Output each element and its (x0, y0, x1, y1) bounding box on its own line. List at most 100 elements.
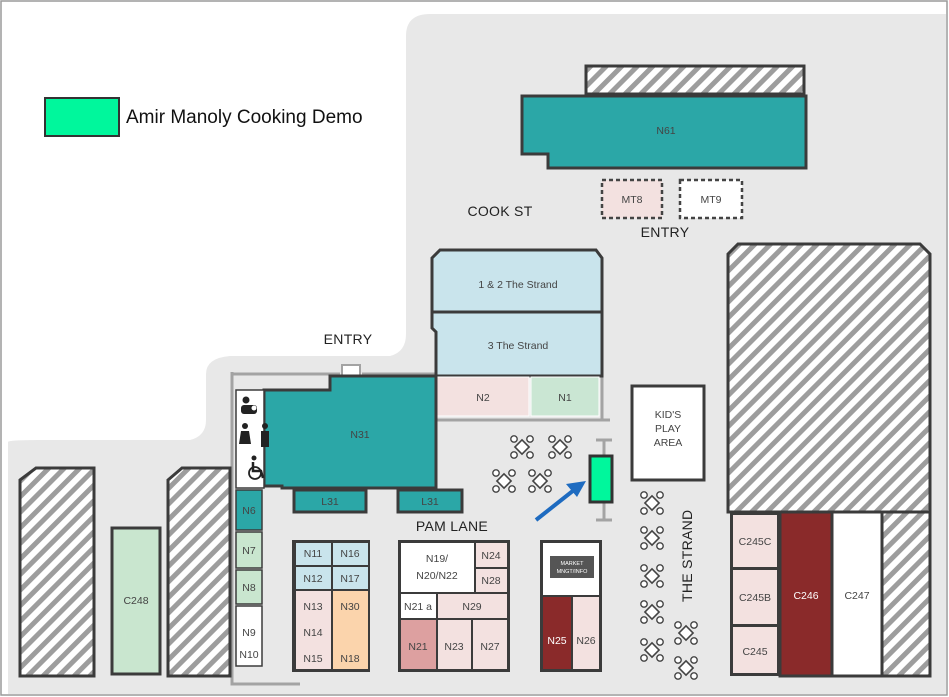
picnic-table-icon (492, 469, 516, 493)
stall-L31-left[interactable] (292, 488, 368, 514)
stall-L31-right[interactable] (396, 488, 464, 514)
stall-N21[interactable] (401, 620, 436, 669)
picnic-table-icon (528, 469, 552, 493)
stall-N61-label: N61 (656, 125, 675, 137)
picnic-table-icon (640, 526, 664, 550)
stall-N25-label: N25 (547, 635, 566, 647)
mngt-info-label: MNGT/INFO (557, 569, 589, 575)
stall-N16-label: N16 (340, 548, 359, 560)
stall-N13-N15[interactable] (296, 591, 331, 669)
cooking-demo-stall[interactable] (588, 454, 614, 504)
stall-N31[interactable] (262, 374, 438, 490)
stall-N25[interactable] (543, 597, 571, 669)
market-info-sign[interactable] (550, 556, 594, 578)
stall-N6-label: N6 (242, 505, 256, 517)
stall-N29[interactable] (438, 594, 507, 618)
stall-N17-label: N17 (340, 573, 359, 585)
hatched-block-southeast (880, 510, 932, 678)
stall-N19-N20-N22[interactable] (401, 543, 474, 592)
picnic-table-icon (640, 600, 664, 624)
stall-strand-1-2-label: 1 & 2 The Strand (478, 279, 557, 291)
picnic-table-icon (640, 491, 664, 515)
market-label: MARKET (561, 561, 585, 567)
stall-N11-label: N11 (304, 548, 323, 560)
stall-N7-label: N7 (242, 545, 256, 557)
stall-N2-label: N2 (476, 392, 490, 404)
stall-N13-label: N13 (303, 601, 322, 613)
picnic-table-icon (640, 564, 664, 588)
stall-N27-label: N27 (480, 641, 499, 653)
stall-N15-label: N15 (303, 653, 322, 665)
hatched-block-west-1 (18, 466, 96, 678)
stall-N8-label: N8 (242, 582, 256, 594)
stall-N19-label: N19/ (426, 553, 448, 565)
stall-MT9[interactable] (678, 178, 744, 220)
stall-C247[interactable] (830, 510, 884, 678)
stall-N23-label: N23 (444, 641, 463, 653)
stall-MT9-label: MT9 (701, 194, 722, 206)
kids-play-label-3: AREA (654, 437, 683, 449)
stall-N16[interactable] (333, 543, 368, 565)
stall-N21a-label: N21 a (404, 601, 432, 613)
stall-C248[interactable] (110, 526, 162, 676)
stall-strand-3-label: 3 The Strand (488, 340, 549, 352)
picnic-tables (492, 435, 698, 680)
stall-C246-label: C246 (793, 590, 818, 602)
stall-C248-label: C248 (123, 595, 148, 607)
accessible-toilet-icon (248, 455, 265, 480)
stall-MT8[interactable] (600, 178, 664, 220)
picnic-table-icon (674, 656, 698, 680)
stall-N18-label: N18 (340, 653, 359, 665)
stall-N28-label: N28 (481, 575, 500, 587)
stall-N9-label: N9 (242, 627, 256, 639)
stall-N9-N10[interactable] (235, 605, 263, 667)
stall-N14-label: N14 (303, 627, 322, 639)
stall-N21-label: N21 (408, 641, 427, 653)
stall-N61[interactable] (520, 94, 808, 170)
kids-play-area[interactable] (630, 384, 706, 482)
stall-C245B-label: C245B (739, 592, 771, 604)
stall-N28[interactable] (476, 569, 507, 592)
stall-N17[interactable] (333, 567, 368, 589)
stall-N8[interactable] (235, 569, 263, 605)
stall-N7[interactable] (235, 531, 263, 569)
picnic-table-icon (548, 435, 572, 459)
street-the-strand: THE STRAND (679, 510, 695, 602)
stall-N11[interactable] (296, 543, 331, 565)
hatched-block-east (726, 242, 932, 514)
stall-L31-left-label: L31 (321, 496, 339, 508)
legend-swatch (44, 97, 120, 137)
stall-N21a[interactable] (401, 594, 436, 618)
stall-C245B[interactable] (733, 570, 777, 624)
stall-N1-label: N1 (558, 392, 572, 404)
stall-N27[interactable] (473, 620, 507, 669)
stall-N26-label: N26 (576, 635, 595, 647)
legend-label: Amir Manoly Cooking Demo (126, 107, 363, 128)
arrow-icon (534, 481, 586, 522)
stall-C245-label: C245 (742, 646, 767, 658)
stall-N12-label: N12 (303, 573, 322, 585)
stall-N26[interactable] (573, 597, 599, 669)
stall-N2[interactable] (436, 376, 530, 417)
stall-C245[interactable] (733, 627, 777, 673)
stall-C245C-label: C245C (739, 536, 772, 548)
stall-L31-right-label: L31 (421, 496, 439, 508)
stall-N12[interactable] (296, 567, 331, 589)
stall-N24[interactable] (476, 543, 507, 567)
toilets-icon (239, 423, 269, 447)
entry-label-north: ENTRY (641, 224, 690, 240)
stall-N6[interactable] (235, 489, 263, 531)
stall-N1[interactable] (530, 376, 600, 417)
picnic-table-icon (510, 435, 534, 459)
stall-C247-label: C247 (844, 590, 869, 602)
stall-N30-label: N30 (340, 601, 359, 613)
hatched-block-west-2 (166, 466, 232, 678)
hatched-block-north (584, 64, 806, 96)
stall-C245C[interactable] (733, 515, 777, 567)
baby-change-icon (241, 396, 257, 414)
stall-N23[interactable] (438, 620, 471, 669)
entry-label-west: ENTRY (324, 331, 373, 347)
street-cook-st: COOK ST (467, 203, 532, 219)
stall-N30-N18[interactable] (333, 591, 368, 669)
